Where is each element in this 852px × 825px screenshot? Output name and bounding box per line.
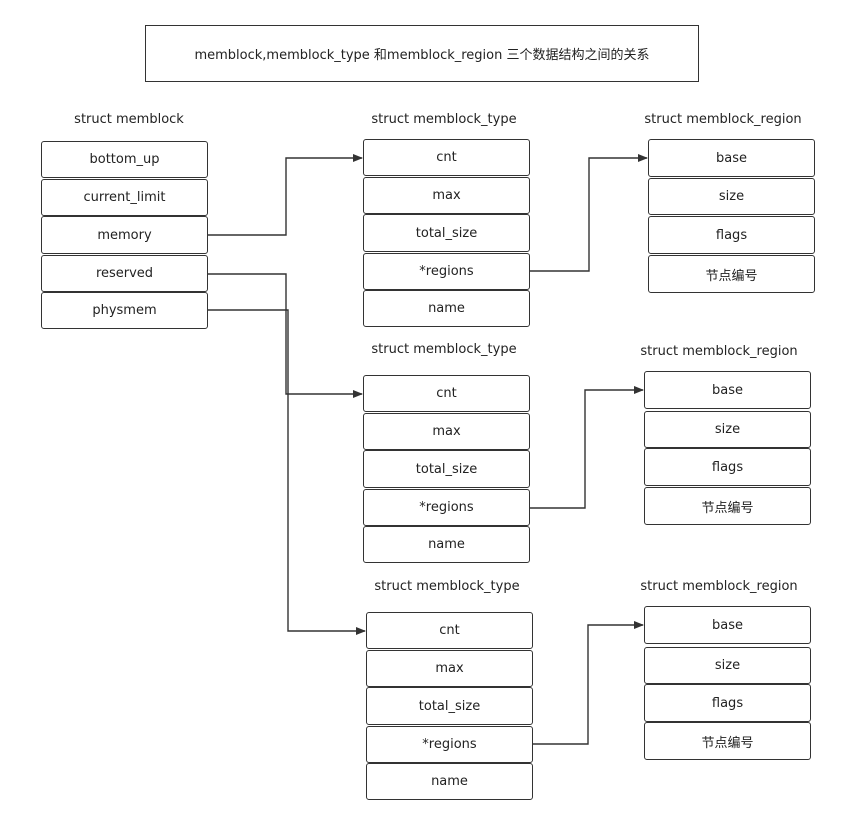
- type-2-field-cnt: cnt: [363, 375, 530, 412]
- arrow-type-1-regions-to-region-1: [530, 154, 648, 272]
- type-3-field-total-size: total_size: [366, 687, 533, 725]
- region-3-field-base: base: [644, 606, 811, 644]
- memblock-field-memory: memory: [41, 216, 208, 254]
- arrow-memory-to-type-1: [208, 154, 363, 236]
- region-3-field-flags: flags: [644, 684, 811, 722]
- diagram-title-box: memblock,memblock_type 和memblock_region …: [145, 25, 699, 82]
- type-1-field-name: name: [363, 290, 530, 327]
- type-2-field-name: name: [363, 526, 530, 563]
- type-3-field-regions: *regions: [366, 726, 533, 763]
- arrow-type-2-regions-to-region-2: [530, 386, 644, 509]
- arrow-type-3-regions-to-region-3: [533, 621, 644, 745]
- type-2-field-max: max: [363, 413, 530, 450]
- memblock-field-physmem: physmem: [41, 292, 208, 329]
- type-3-field-name: name: [366, 763, 533, 800]
- region-2-field-size: size: [644, 411, 811, 448]
- region-2-field-base: base: [644, 371, 811, 409]
- type-1-field-cnt: cnt: [363, 139, 530, 176]
- memblock-type-2-label: struct memblock_type: [371, 342, 517, 357]
- type-2-field-regions: *regions: [363, 489, 530, 526]
- arrow-reserved-to-type-2: [208, 273, 363, 398]
- region-2-field-node-id: 节点编号: [644, 487, 811, 525]
- memblock-region-1-label: struct memblock_region: [644, 112, 802, 127]
- type-2-field-total-size: total_size: [363, 450, 530, 488]
- memblock-type-1-label: struct memblock_type: [371, 112, 517, 127]
- region-2-field-flags: flags: [644, 448, 811, 486]
- region-1-field-base: base: [648, 139, 815, 177]
- memblock-region-2-label: struct memblock_region: [640, 344, 798, 359]
- type-1-field-max: max: [363, 177, 530, 214]
- region-1-field-flags: flags: [648, 216, 815, 254]
- type-1-field-regions: *regions: [363, 253, 530, 290]
- memblock-field-bottom-up: bottom_up: [41, 141, 208, 178]
- memblock-field-reserved: reserved: [41, 255, 208, 292]
- diagram-title: memblock,memblock_type 和memblock_region …: [194, 48, 650, 63]
- region-1-field-node-id: 节点编号: [648, 255, 815, 293]
- memblock-type-3-label: struct memblock_type: [374, 579, 520, 594]
- arrow-physmem-to-type-3: [208, 309, 366, 635]
- type-1-field-total-size: total_size: [363, 214, 530, 252]
- region-1-field-size: size: [648, 178, 815, 215]
- type-3-field-cnt: cnt: [366, 612, 533, 649]
- type-3-field-max: max: [366, 650, 533, 687]
- region-3-field-node-id: 节点编号: [644, 722, 811, 760]
- memblock-field-current-limit: current_limit: [41, 179, 208, 216]
- region-3-field-size: size: [644, 647, 811, 684]
- memblock-struct-label: struct memblock: [74, 112, 184, 127]
- memblock-region-3-label: struct memblock_region: [640, 579, 798, 594]
